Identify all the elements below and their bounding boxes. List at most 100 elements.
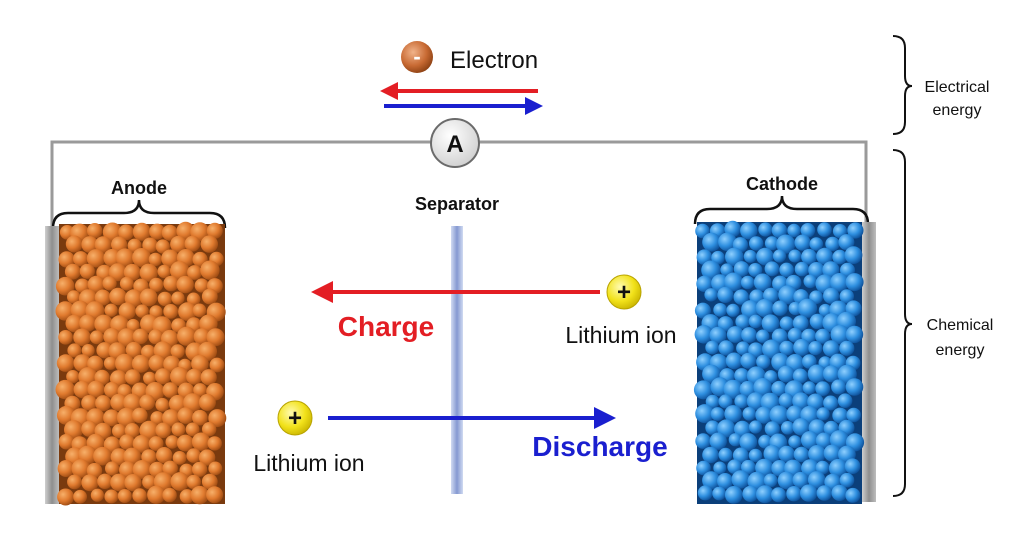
electrode-particle [71, 459, 91, 478]
electrode-particle [725, 247, 744, 267]
electrode-particle [142, 237, 158, 253]
electrode-particle [132, 222, 151, 241]
electrode-particle [761, 314, 780, 333]
electrode-particle [723, 379, 743, 399]
electrode-particle [697, 485, 713, 501]
electrode-particle [58, 330, 73, 345]
electrode-particle [822, 340, 840, 357]
electrode-particle [177, 326, 197, 346]
electrode-particle [190, 485, 209, 505]
electron-ball [401, 41, 433, 73]
electrode-particle [764, 261, 780, 277]
electrode-particle [149, 277, 164, 292]
electrode-particle [845, 487, 861, 503]
electrode-particle [163, 275, 179, 292]
cathode-current-collector [862, 222, 876, 502]
electrode-particle [186, 368, 203, 385]
electrode-particle [193, 328, 211, 345]
electrode-particle [176, 221, 195, 241]
electrode-particle [200, 369, 217, 386]
discharge-label: Discharge [532, 431, 667, 462]
electrode-particle [809, 237, 824, 251]
electrode-particle [206, 328, 225, 347]
electrode-particle [109, 287, 127, 306]
electrode-particle [712, 486, 727, 501]
electrode-particle [165, 435, 179, 449]
electron-label: Electron [450, 47, 538, 74]
discharge-lithium-ion: + [277, 400, 313, 436]
electrode-particle [149, 223, 166, 240]
electrode-particle [132, 407, 148, 424]
electrode-particle [135, 304, 149, 318]
electrode-particle [801, 248, 817, 265]
electrode-particle [713, 303, 728, 317]
electrical-energy-label-line1: Electrical [925, 79, 990, 96]
electrode-particle [695, 433, 711, 449]
electrode-particle [758, 222, 773, 237]
electrode-particle [701, 260, 721, 280]
electrode-particle [733, 261, 750, 277]
chemical-energy-label-line2: energy [936, 342, 985, 359]
electrode-particle [694, 325, 714, 344]
electrode-particle [839, 472, 855, 488]
electrode-particle [758, 434, 772, 449]
electrode-particle [132, 460, 152, 479]
electrode-particle [201, 473, 218, 490]
lithium-ion-sign: + [617, 279, 631, 306]
electrode-particle [116, 407, 137, 428]
electrode-particle [793, 338, 811, 356]
electrode-particle [67, 343, 82, 358]
electrode-particle [779, 340, 795, 356]
electrode-particle [764, 421, 780, 437]
electrode-particle [792, 471, 809, 489]
electrode-particle [831, 484, 848, 501]
electrode-particle [845, 273, 864, 292]
electrode-particle [55, 276, 75, 296]
electrode-particle [755, 298, 774, 318]
electrode-particle [58, 433, 75, 450]
electrode-particle [693, 380, 713, 400]
electrode-particle [184, 235, 201, 252]
cathode-brace [693, 195, 870, 225]
electrode-particle [198, 393, 216, 411]
electrode-particle [777, 365, 795, 383]
electrode-particle [115, 248, 135, 267]
electrode-particle [64, 263, 81, 280]
electrode-particle [734, 368, 750, 384]
electrode-particle [57, 488, 75, 506]
electrode-particle [736, 341, 750, 356]
electrode-particle [717, 473, 734, 490]
electrode-particle [94, 289, 111, 306]
electrode-particle [845, 325, 864, 344]
electrode-particle [73, 251, 89, 267]
electrode-particle [97, 473, 113, 489]
electrode-particle [753, 378, 772, 397]
electrode-particle [155, 397, 170, 412]
electrode-particle [823, 395, 839, 411]
electrode-particle [191, 432, 211, 451]
electrode-particle [200, 260, 220, 280]
electrode-particle [170, 235, 187, 253]
electrode-particle [718, 447, 733, 462]
electrode-particle [718, 394, 733, 409]
electrode-particle [148, 252, 163, 267]
electrode-particle [709, 326, 727, 344]
electrode-particle [739, 433, 758, 451]
electrode-particle [764, 236, 779, 251]
anode-current-collector [45, 226, 59, 504]
electrode-particle [695, 404, 715, 424]
electrode-particle [802, 354, 817, 369]
electrode-particle [753, 273, 772, 292]
electrode-particle [807, 393, 824, 411]
electrode-particle [808, 262, 825, 279]
electrode-particle [771, 487, 786, 503]
electron-charge-arrow [380, 82, 538, 100]
electrode-particle [792, 392, 810, 410]
electrode-particle [81, 344, 95, 357]
electrode-particle [148, 354, 166, 372]
electrode-particle [170, 261, 190, 281]
cathode-electrode [693, 220, 865, 504]
electrode-particle [818, 303, 832, 317]
electrode-particle [108, 263, 127, 282]
electrode-particle [124, 369, 141, 385]
